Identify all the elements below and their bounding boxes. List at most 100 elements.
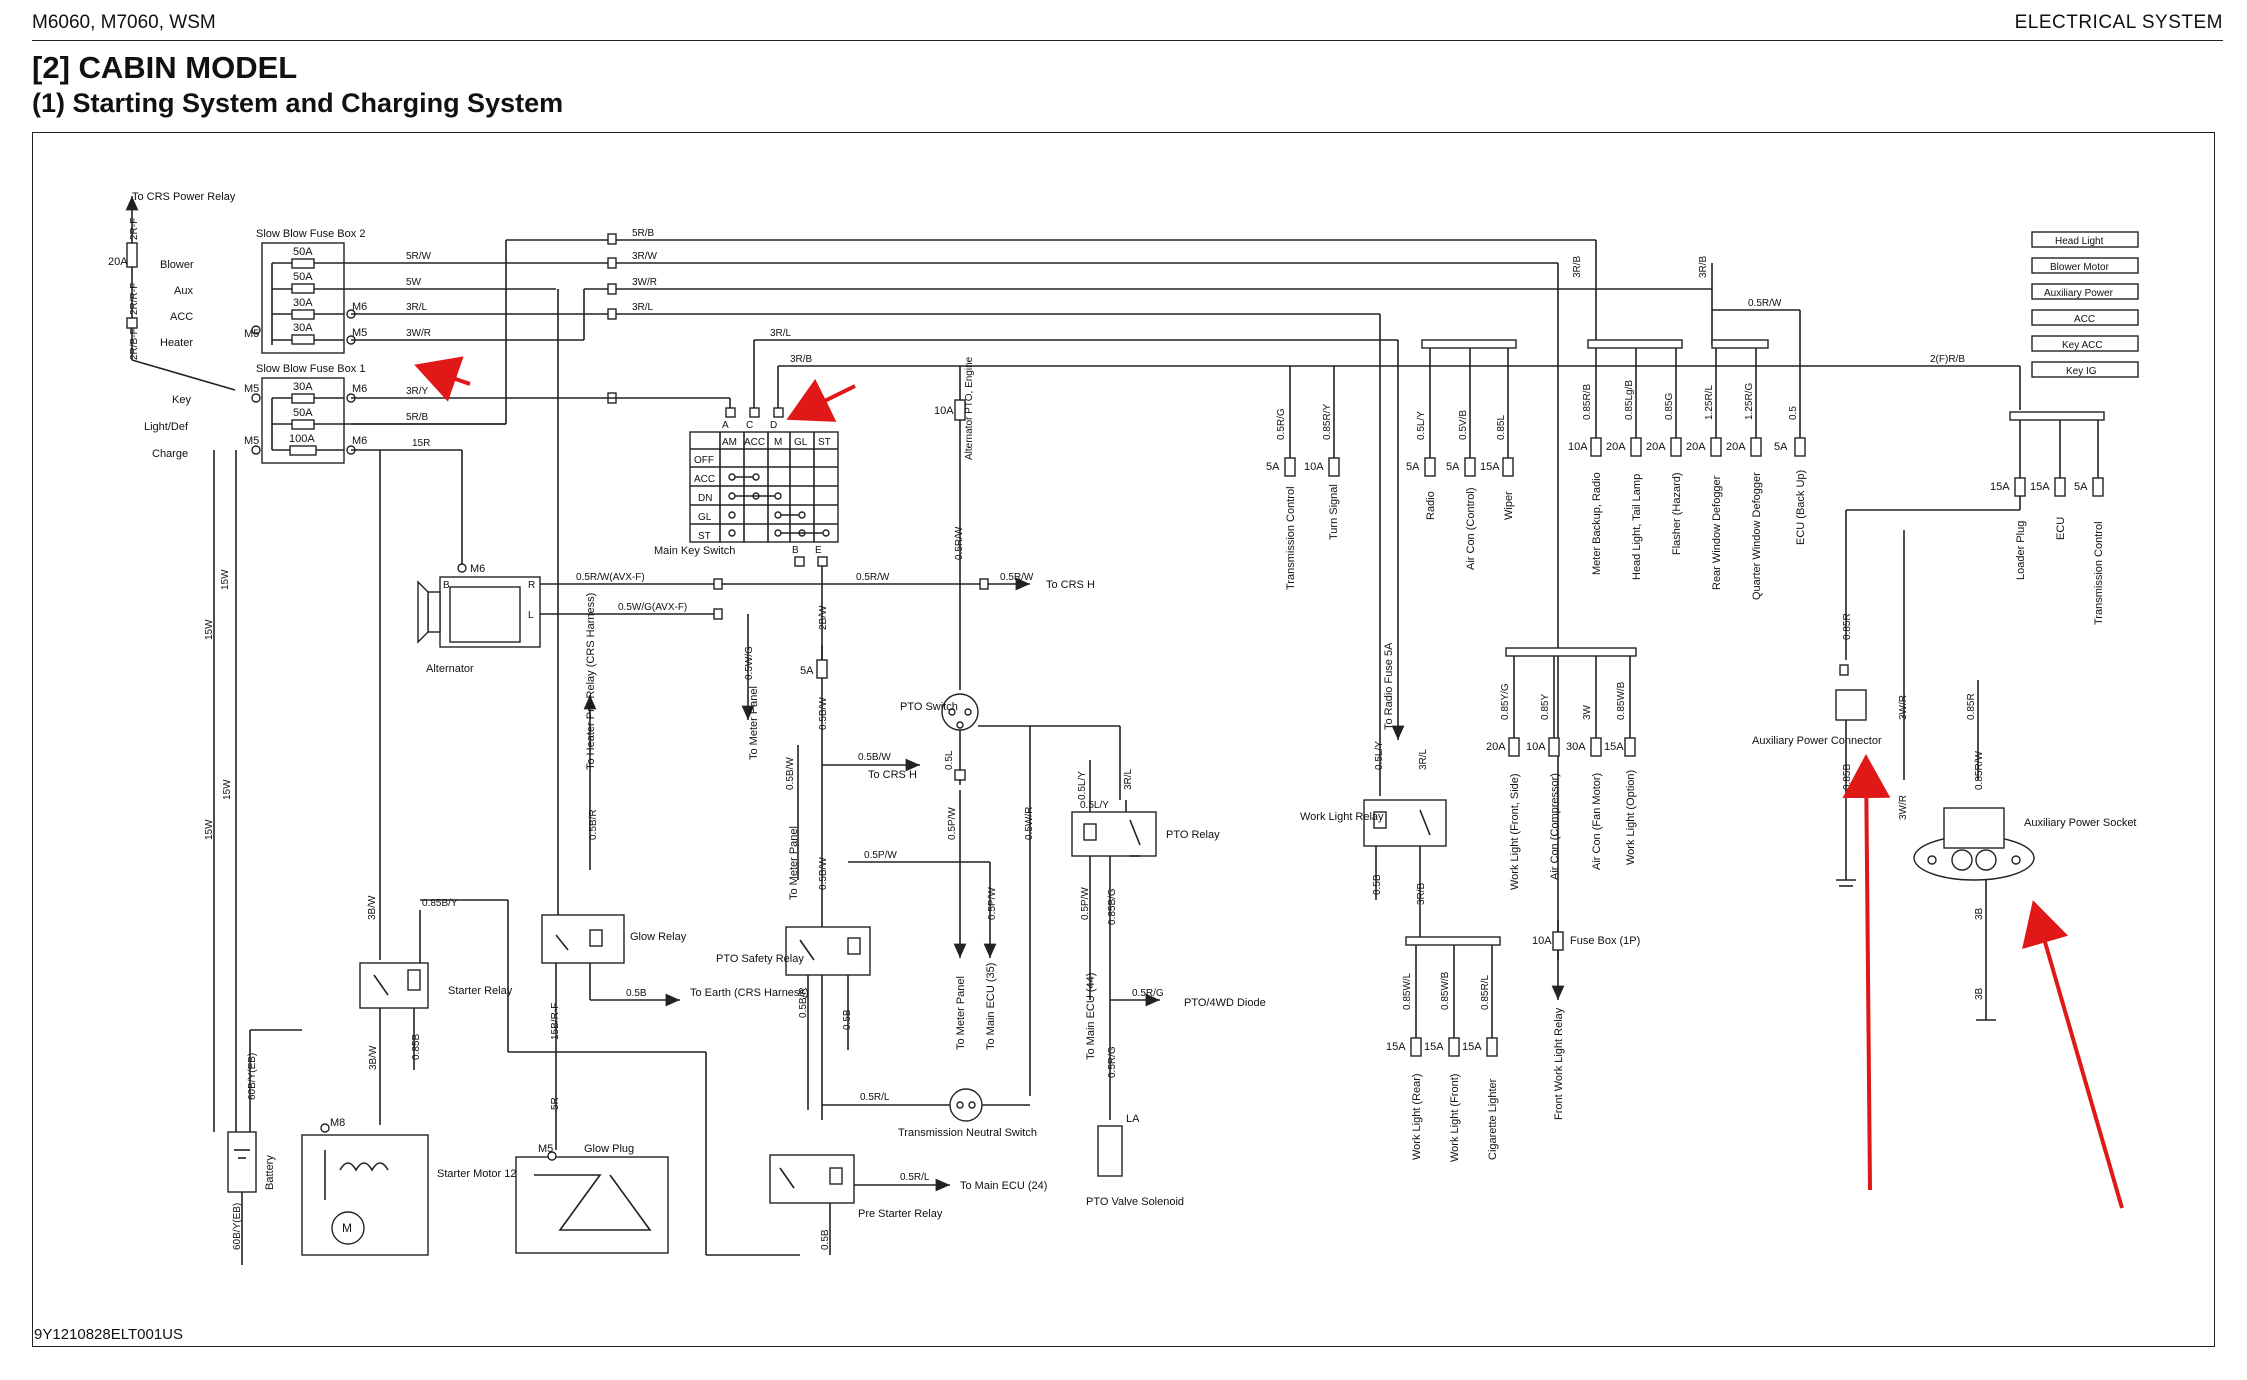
svg-text:Rear Window Defogger: Rear Window Defogger [1711,475,1723,590]
svg-text:0.85Y: 0.85Y [1540,694,1551,720]
svg-text:3R/W: 3R/W [632,251,658,262]
svg-text:0.5R/G: 0.5R/G [1107,1046,1118,1078]
blower-label: Blower [160,259,194,271]
svg-text:M5: M5 [244,328,259,340]
svg-text:60B/Y(EB): 60B/Y(EB) [247,1053,258,1100]
starter-section: 3B/W Starter Relay 0.85B/Y 0.85B 3B/W M8… [301,450,800,1256]
svg-text:3W/R: 3W/R [632,277,657,288]
wire-2rbf: 2R/B-F [129,328,140,360]
svg-text:0.85B/G: 0.85B/G [1107,888,1118,925]
cabin-fuses: 10A 20A 20A 20A 20A 5A 0.85R/B 0.85Lg/B … [1568,310,1807,600]
glow-section: To Heater Pre-Relay (CRS Harness) 0.5B/R… [515,289,809,1254]
svg-text:15A: 15A [1386,1041,1406,1053]
svg-text:3R/L: 3R/L [770,328,792,339]
svg-text:LA: LA [1126,1113,1140,1125]
top-bus-wires: 5R/W 5W 3R/L 3W/R 3R/Y 5R/B 15R 5R/B 3R/… [351,228,2020,960]
svg-text:Transmission Control: Transmission Control [2093,521,2105,625]
svg-text:M6: M6 [352,435,367,447]
svg-text:15R: 15R [412,438,430,449]
transmission-fuses: 5A 10A 0.5R/G 0.85R/Y Transmission Contr… [1266,366,1340,590]
svg-text:ECU: ECU [2055,517,2067,540]
svg-text:30A: 30A [1566,741,1586,753]
auxiliary-power: 0.85R Auxiliary Power Connector 0.85B 3W… [1752,496,2137,1021]
svg-text:0.85B/Y: 0.85B/Y [422,898,458,909]
svg-text:5A: 5A [1406,461,1420,473]
svg-text:0.85B: 0.85B [1842,764,1853,790]
svg-text:To Heater Pre-Relay (CRS Harne: To Heater Pre-Relay (CRS Harness) [585,593,597,770]
svg-text:60B/Y(EB): 60B/Y(EB) [232,1203,243,1250]
svg-text:1.25R/G: 1.25R/G [1744,383,1755,420]
svg-text:30A: 30A [293,381,313,393]
svg-text:To Radio Fuse 5A: To Radio Fuse 5A [1383,642,1395,730]
header-section: ELECTRICAL SYSTEM [2014,12,2223,33]
svg-text:To CRS H: To CRS H [868,769,917,781]
svg-text:20A: 20A [1726,441,1746,453]
svg-text:3W/R: 3W/R [1898,795,1909,820]
svg-text:0.5B/R: 0.5B/R [798,987,809,1018]
svg-text:Alternator PTO, Engine: Alternator PTO, Engine [964,356,975,460]
svg-text:15W: 15W [220,569,231,590]
svg-text:10A: 10A [1532,935,1552,947]
svg-text:0.5P/W: 0.5P/W [987,887,998,920]
svg-text:To Earth (CRS Harness): To Earth (CRS Harness) [690,987,809,999]
svg-text:15B/R-F: 15B/R-F [550,1003,561,1040]
svg-text:0.85R: 0.85R [1842,613,1853,640]
svg-text:3R/L: 3R/L [1123,768,1134,790]
svg-text:ST: ST [698,531,711,542]
svg-text:0.5B: 0.5B [842,1009,853,1030]
svg-text:15A: 15A [2030,481,2050,493]
svg-text:To CRS H: To CRS H [1046,579,1095,591]
svg-text:0.85R/L: 0.85R/L [1480,975,1491,1010]
svg-text:Key ACC: Key ACC [2062,340,2103,351]
svg-text:0.5R/W: 0.5R/W [856,572,890,583]
svg-text:AM: AM [722,437,737,448]
slow-blow-fuse-box-2: Slow Blow Fuse Box 2 50A 50A 30A 30A M5 … [160,228,556,354]
svg-text:0.5P/W: 0.5P/W [1080,887,1091,920]
svg-text:PTO/4WD Diode: PTO/4WD Diode [1184,997,1266,1009]
svg-text:0.85R/Y: 0.85R/Y [1322,404,1333,440]
svg-text:GL: GL [794,437,808,448]
svg-text:0.5L: 0.5L [944,750,955,770]
starter-relay-label: Starter Relay [448,985,513,997]
heater-label: Heater [160,337,193,349]
svg-text:To Main ECU (35): To Main ECU (35) [985,963,997,1050]
svg-text:Front Work Light Relay: Front Work Light Relay [1553,1007,1565,1120]
header-model: M6060, M7060, WSM [32,12,216,33]
svg-text:Loader Plug: Loader Plug [2015,521,2027,580]
svg-text:Air Con (Fan Motor): Air Con (Fan Motor) [1591,773,1603,870]
svg-text:Transmission Neutral Switch: Transmission Neutral Switch [898,1127,1037,1139]
svg-text:0.5R/L: 0.5R/L [860,1092,890,1103]
svg-text:0.85Lg/B: 0.85Lg/B [1624,380,1635,420]
svg-text:0.5B: 0.5B [1372,874,1383,895]
front-fuse-group: 20A 10A 30A 15A 0.85Y/G 0.85Y 3W 0.85W/B… [1486,647,1640,1120]
wire-2rf: 2R-F [129,218,140,240]
svg-text:To Main ECU (44): To Main ECU (44) [1085,973,1097,1060]
svg-text:20A: 20A [1486,741,1506,753]
svg-text:5A: 5A [800,665,814,677]
sbf1-label: Slow Blow Fuse Box 1 [256,363,365,375]
svg-text:10A: 10A [934,405,954,417]
svg-text:M: M [774,437,782,448]
svg-text:3W: 3W [1582,704,1593,720]
alternator-label: Alternator [426,663,474,675]
svg-text:0.5L/Y: 0.5L/Y [1080,800,1109,811]
svg-text:0.5B/W: 0.5B/W [858,752,891,763]
svg-text:0.5V/B: 0.5V/B [1458,410,1469,440]
svg-text:DN: DN [698,493,712,504]
svg-text:3W/R: 3W/R [1898,695,1909,720]
svg-text:0.5L/Y: 0.5L/Y [1374,741,1385,770]
battery-label: Battery [264,1155,276,1190]
svg-text:15W: 15W [204,819,215,840]
svg-text:0.5: 0.5 [1788,406,1799,420]
svg-text:0.5L/Y: 0.5L/Y [1416,411,1427,440]
to-crs-power-relay-label: To CRS Power Relay [132,191,236,203]
svg-text:ACC: ACC [694,474,715,485]
svg-text:2(F)R/B: 2(F)R/B [1930,354,1965,365]
svg-text:D: D [770,420,777,431]
svg-text:0.5R/L: 0.5R/L [900,1172,930,1183]
header-rule [32,40,2223,41]
svg-text:0.5W/G: 0.5W/G [744,646,755,680]
svg-text:3R/Y: 3R/Y [406,386,429,397]
center-feeds: 10A Alternator PTO, Engine 0.5R/W PTO Sw… [785,356,1121,1096]
svg-text:Work Light (Rear): Work Light (Rear) [1411,1073,1423,1160]
